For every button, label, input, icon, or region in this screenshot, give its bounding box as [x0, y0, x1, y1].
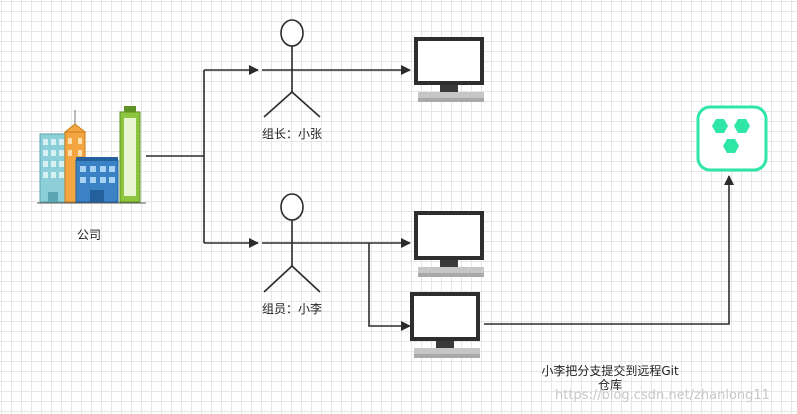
monitor-icon: [414, 211, 484, 277]
remote-push-caption: 小李把分支提交到远程Git 仓库: [540, 364, 680, 392]
watermark: https://blog.csdn.net/zhanlong11: [555, 388, 770, 403]
company-trunk: [146, 70, 205, 243]
git-repository-icon: [696, 105, 768, 172]
member-label: 组员：小李: [262, 302, 323, 316]
monitor-icon: [414, 37, 484, 102]
buildings-icon: [37, 106, 146, 204]
branch-to-remote-arrow: [484, 175, 734, 325]
member-to-branch-computer-arrow: [368, 243, 411, 331]
remote-push-caption-line1: 小李把分支提交到远程Git: [541, 364, 679, 378]
remote-push-caption-line2: 仓库: [597, 378, 622, 392]
stick-figure-icon: [262, 19, 325, 118]
connectors: [146, 65, 734, 331]
company-label: 公司: [77, 228, 102, 242]
monitor-icon: [410, 292, 480, 358]
stick-figure-icon: [262, 193, 325, 293]
leader-label: 组长：小张: [262, 127, 323, 141]
